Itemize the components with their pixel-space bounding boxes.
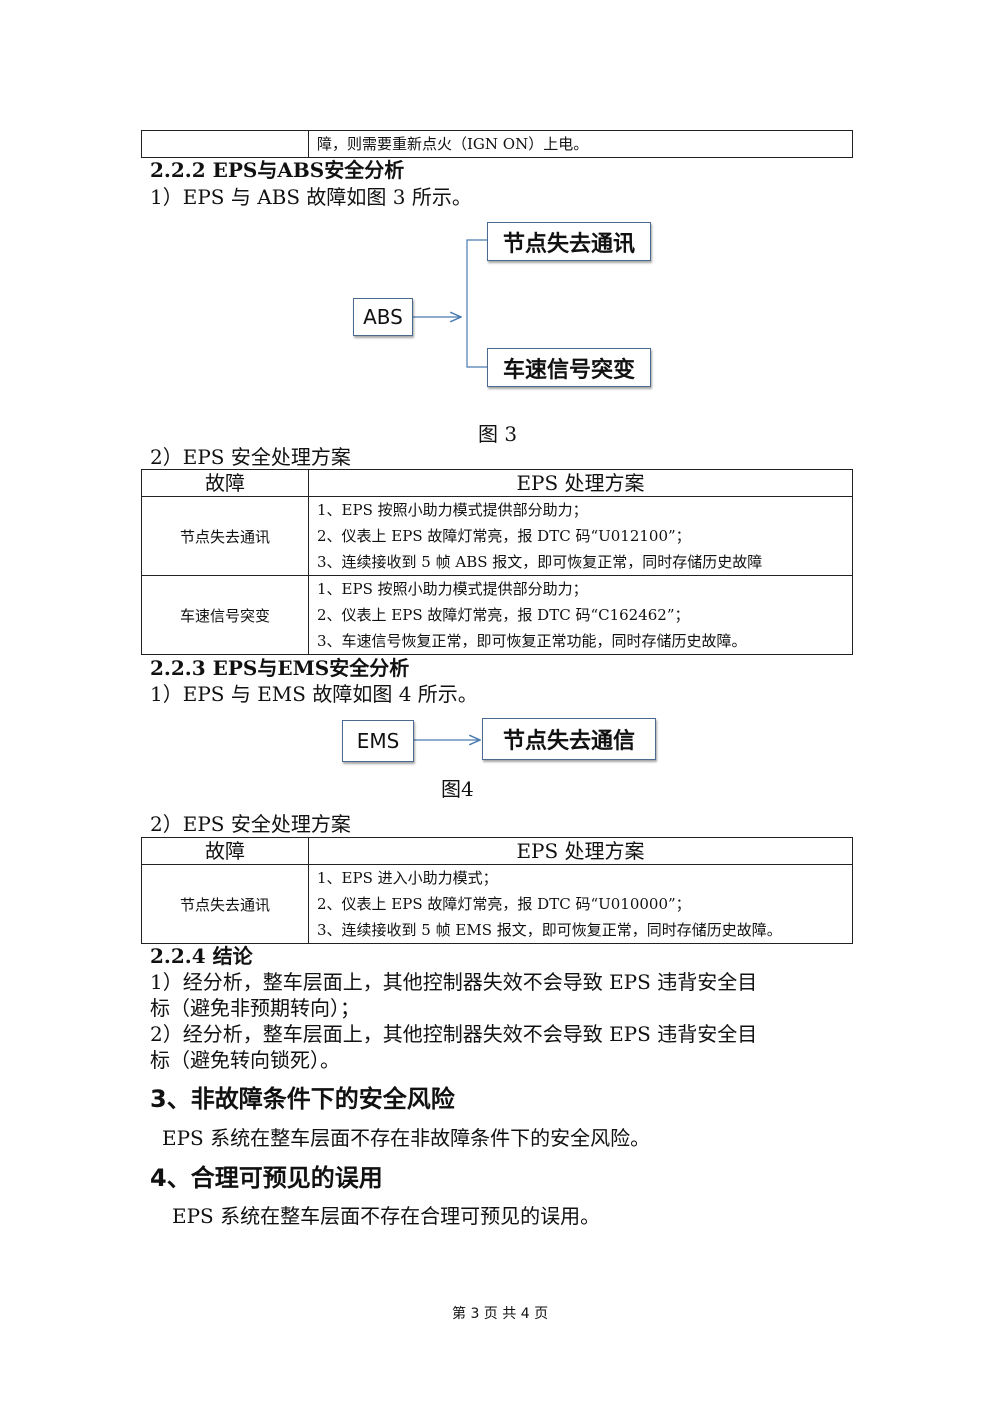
conclusion-line: 标（避免非预期转向）； xyxy=(150,996,360,1020)
diagram-node-ems: EMS xyxy=(342,720,414,762)
bracket-connector xyxy=(466,239,487,368)
table-header-fault: 故障 xyxy=(141,469,309,497)
plan-table-ems: 故障 EPS 处理方案 节点失去通讯 1、EPS 进入小助力模式； 2、仪表上 … xyxy=(141,837,853,944)
plan-title-2-2-3: 2）EPS 安全处理方案 xyxy=(150,812,351,836)
diagram-4-connector xyxy=(414,700,992,780)
plan-title-2-2-2: 2）EPS 安全处理方案 xyxy=(150,445,351,469)
diagram-node-speed-jump: 车速信号突变 xyxy=(487,348,651,387)
step-line: 2、仪表上 EPS 故障灯常亮，报 DTC 码“U012100”； xyxy=(317,527,691,545)
table-cell-steps: 1、EPS 进入小助力模式； 2、仪表上 EPS 故障灯常亮，报 DTC 码“U… xyxy=(308,864,853,944)
table-cell-steps: 1、EPS 按照小助力模式提供部分助力； 2、仪表上 EPS 故障灯常亮，报 D… xyxy=(308,496,853,576)
table-cell-fault: 车速信号突变 xyxy=(141,575,309,655)
step-line: 1、EPS 进入小助力模式； xyxy=(317,869,498,887)
section-heading-2-2-4: 2.2.4 结论 xyxy=(150,944,253,968)
section-heading-3: 3、非故障条件下的安全风险 xyxy=(150,1085,455,1113)
step-line: 2、仪表上 EPS 故障灯常亮，报 DTC 码“U010000”； xyxy=(317,895,691,913)
conclusion-line: 1）经分析，整车层面上，其他控制器失效不会导致 EPS 违背安全目 xyxy=(150,970,758,994)
diagram-3-connectors xyxy=(412,239,487,368)
figure-caption-3: 图 3 xyxy=(478,422,518,446)
section-intro-2-2-2: 1）EPS 与 ABS 故障如图 3 所示。 xyxy=(150,185,472,209)
step-line: 1、EPS 按照小助力模式提供部分助力； xyxy=(317,580,588,598)
step-line: 3、连续接收到 5 帧 ABS 报文，即可恢复正常，同时存储历史故障 xyxy=(317,553,763,571)
table-header-fault: 故障 xyxy=(141,837,309,865)
section-heading-4: 4、合理可预见的误用 xyxy=(150,1164,383,1192)
table-cell-fault: 节点失去通讯 xyxy=(141,864,309,944)
plan-table-abs: 故障 EPS 处理方案 节点失去通讯 1、EPS 按照小助力模式提供部分助力； … xyxy=(141,469,853,655)
table-cell-steps: 1、EPS 按照小助力模式提供部分助力； 2、仪表上 EPS 故障灯常亮，报 D… xyxy=(308,575,853,655)
step-line: 2、仪表上 EPS 故障灯常亮，报 DTC 码“C162462”； xyxy=(317,606,690,624)
step-line: 1、EPS 按照小助力模式提供部分助力； xyxy=(317,501,588,519)
table-row: 节点失去通讯 1、EPS 进入小助力模式； 2、仪表上 EPS 故障灯常亮，报 … xyxy=(141,864,853,944)
continued-table: 障，则需要重新点火（IGN ON）上电。 xyxy=(141,130,853,158)
conclusion-line: 标（避免转向锁死）。 xyxy=(150,1048,340,1072)
figure-caption-4: 图4 xyxy=(441,777,474,801)
step-line: 3、车速信号恢复正常，即可恢复正常功能，同时存储历史故障。 xyxy=(317,632,747,650)
table-row: 车速信号突变 1、EPS 按照小助力模式提供部分助力； 2、仪表上 EPS 故障… xyxy=(141,575,853,655)
section-heading-2-2-2: 2.2.2 EPS与ABS安全分析 xyxy=(150,158,405,182)
table-cell-empty xyxy=(141,130,309,158)
table-cell-text: 障，则需要重新点火（IGN ON）上电。 xyxy=(308,130,853,158)
section-text-4: EPS 系统在整车层面不存在合理可预见的误用。 xyxy=(172,1204,601,1228)
table-cell-fault: 节点失去通讯 xyxy=(141,496,309,576)
table-header-plan: EPS 处理方案 xyxy=(308,469,853,497)
section-intro-2-2-3: 1）EPS 与 EMS 故障如图 4 所示。 xyxy=(150,682,478,706)
table-header-plan: EPS 处理方案 xyxy=(308,837,853,865)
conclusion-line: 2）经分析，整车层面上，其他控制器失效不会导致 EPS 违背安全目 xyxy=(150,1022,758,1046)
section-text-3: EPS 系统在整车层面不存在非故障条件下的安全风险。 xyxy=(162,1126,651,1150)
table-row: 节点失去通讯 1、EPS 按照小助力模式提供部分助力； 2、仪表上 EPS 故障… xyxy=(141,496,853,576)
diagram-node-lost-comm: 节点失去通讯 xyxy=(487,222,651,261)
diagram-node-lost-comm-ems: 节点失去通信 xyxy=(482,718,656,760)
step-line: 3、连续接收到 5 帧 EMS 报文，即可恢复正常，同时存储历史故障。 xyxy=(317,921,782,939)
section-heading-2-2-3: 2.2.3 EPS与EMS安全分析 xyxy=(150,656,410,680)
page-number: 第 3 页 共 4 页 xyxy=(452,1306,549,1322)
diagram-node-abs: ABS xyxy=(353,298,413,336)
